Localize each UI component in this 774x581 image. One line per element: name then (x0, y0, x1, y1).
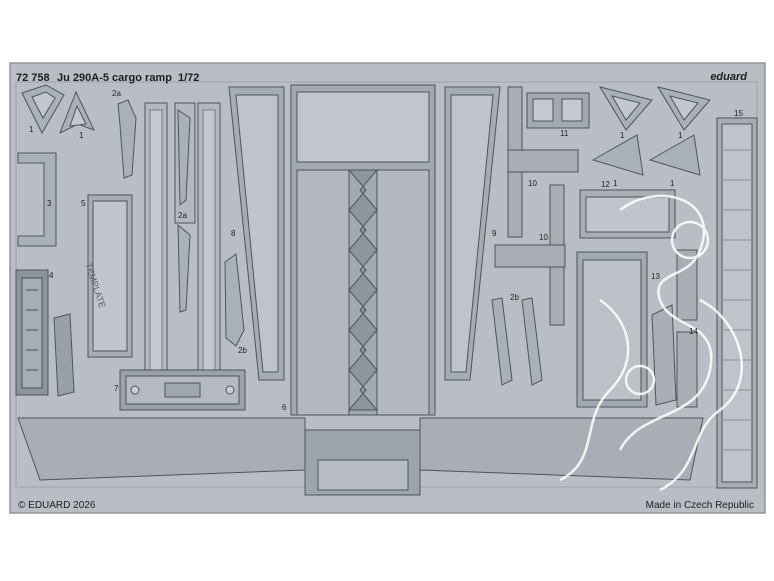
part-4-strip (53, 313, 75, 397)
part-number: 1 (79, 131, 84, 140)
fret-code: 72 758 (16, 72, 50, 84)
part-number: 3 (47, 199, 52, 208)
part-number: 2a (112, 89, 121, 98)
part-number: 12 (601, 180, 610, 189)
part-number: 10 (528, 179, 537, 188)
part-7 (119, 369, 246, 411)
part-number: 2b (510, 293, 519, 302)
part-number: 9 (492, 229, 497, 238)
part-2b-left (224, 253, 245, 347)
part-8 (228, 86, 285, 381)
part-10 (494, 86, 579, 326)
part-number: 1 (678, 131, 683, 140)
part-11 (526, 92, 590, 129)
part-number: 13 (651, 272, 660, 281)
watermark-ornament (559, 194, 744, 492)
part-5-template (87, 194, 133, 358)
part-2b-right (491, 297, 543, 386)
part-number: 1 (29, 125, 34, 134)
part-4 (15, 269, 49, 396)
brand-logo: eduard (710, 71, 747, 83)
part-14 (676, 249, 698, 408)
part-number: 10 (539, 233, 548, 242)
copyright-text: © EDUARD 2026 (18, 500, 96, 511)
origin-text: Made in Czech Republic (645, 500, 754, 511)
part-1-right (591, 86, 711, 176)
part-number: 11 (560, 129, 569, 138)
part-13 (576, 251, 677, 408)
part-3 (17, 152, 57, 247)
part-number: 4 (49, 271, 54, 280)
part-number: 1 (613, 179, 618, 188)
part-number: 1 (620, 131, 625, 140)
part-number: 2a (178, 211, 187, 220)
part-number: 6 (282, 403, 287, 412)
part-12 (579, 189, 676, 239)
part-2a (117, 99, 221, 404)
part-number: 2b (238, 346, 247, 355)
fret-title: Ju 290A-5 cargo ramp (57, 72, 172, 84)
part-6-ramp (290, 84, 436, 416)
part-number: 14 (689, 327, 698, 336)
part-number: 15 (734, 109, 743, 118)
part-number: 8 (231, 229, 236, 238)
part-number: 7 (114, 384, 119, 393)
fret-scale: 1/72 (178, 72, 200, 84)
part-number: 5 (81, 199, 86, 208)
part-number: 1 (670, 179, 675, 188)
part-15 (716, 117, 758, 489)
part-9 (444, 86, 501, 381)
part-1-left (21, 84, 95, 135)
